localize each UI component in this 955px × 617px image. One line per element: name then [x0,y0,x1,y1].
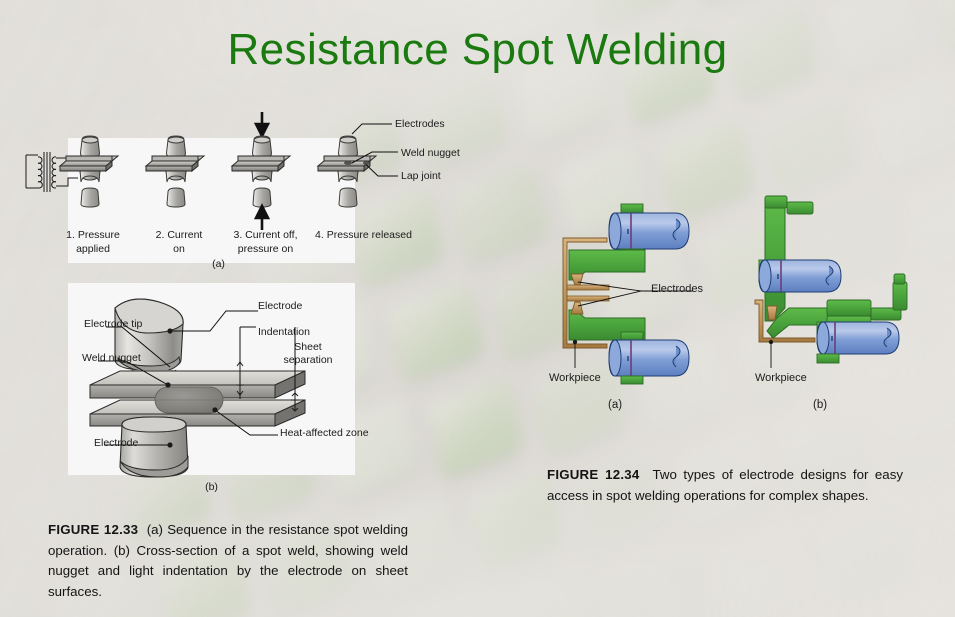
label-electrode-bottom: Electrode [94,437,139,449]
cylinder-a-top [608,203,690,258]
figure-1233b-leaders [98,310,299,448]
workpiece-a [562,237,610,349]
figure-1234-marker-a: (a) [608,399,623,411]
weld-station-4 [316,135,378,208]
figure-1234-marker-b: (b) [813,399,828,411]
lower-electrode [119,416,189,478]
step-2-line2: on [173,243,185,255]
weld-station-3 [230,112,292,230]
step-label-1: 1. Pressure applied [50,228,136,256]
figure-1234-caption-text: Two types of electrode designs for easy … [547,467,904,503]
figure-1233-caption: FIGURE 12.33 (a) Sequence in the resista… [48,520,408,602]
callout-electrodes: Electrodes [395,118,445,130]
label-sheet-separation-l2: separation [283,354,333,366]
step-4-line1: 4. Pressure released [315,229,412,241]
electrode-design-b [754,195,908,368]
page-title: Resistance Spot Welding [227,25,728,74]
electrode-design-a [562,203,693,385]
figure-1234-caption-label: FIGURE 12.34 [547,467,640,482]
cylinder-b-top [758,259,842,293]
figure-1233-callout-leaders [351,123,398,177]
callout-lap-joint: Lap joint [401,170,441,182]
step-3-line2: pressure on [237,243,294,255]
cylinder-a-bottom [608,331,690,385]
label-weld-nugget: Weld nugget [82,352,141,364]
figure-1233-panel-a [68,138,355,263]
weld-station-2 [144,135,206,208]
figure-1233-marker-b: (b) [205,481,218,493]
label-workpiece-a: Workpiece [549,372,601,384]
figure-1233-caption-text: (a) Sequence in the resistance spot weld… [48,522,409,599]
figure-1233-caption-label: FIGURE 12.33 [48,522,139,537]
label-electrode-top: Electrode [258,300,303,312]
step-label-4: 4. Pressure released [306,228,421,242]
step-label-3: 3. Current off, pressure on [218,228,313,256]
label-indentation: Indentation [258,326,310,338]
label-workpiece-b: Workpiece [755,372,807,384]
workpiece-b [754,299,816,343]
step-2-line1: 2. Current [155,229,203,241]
step-1-line1: 1. Pressure [66,229,120,241]
callout-weld-nugget: Weld nugget [401,147,460,159]
label-heat-affected-zone: Heat-affected zone [280,427,369,439]
figure-1234-svg [562,195,908,385]
cylinder-b-bottom [816,321,900,364]
label-sheet-separation-l1: Sheet [294,341,322,353]
step-1-line2: applied [76,243,110,255]
label-sheet-separation: Sheet separation [272,341,344,367]
weld-station-1 [58,135,120,208]
figure-1233-sequence-svg [25,112,398,230]
figure-1234-caption: FIGURE 12.34 Two types of electrode desi… [547,465,903,506]
figure-1233-marker-a: (a) [212,258,225,270]
label-electrodes-1234: Electrodes [651,283,703,295]
sheet-stack [89,370,306,427]
step-3-line1: 3. Current off, [233,229,298,241]
figure-1233-crosssection-svg [89,298,306,478]
step-label-2: 2. Current on [136,228,222,256]
label-electrode-tip: Electrode tip [84,318,143,330]
weld-sequence-stations [58,112,378,230]
